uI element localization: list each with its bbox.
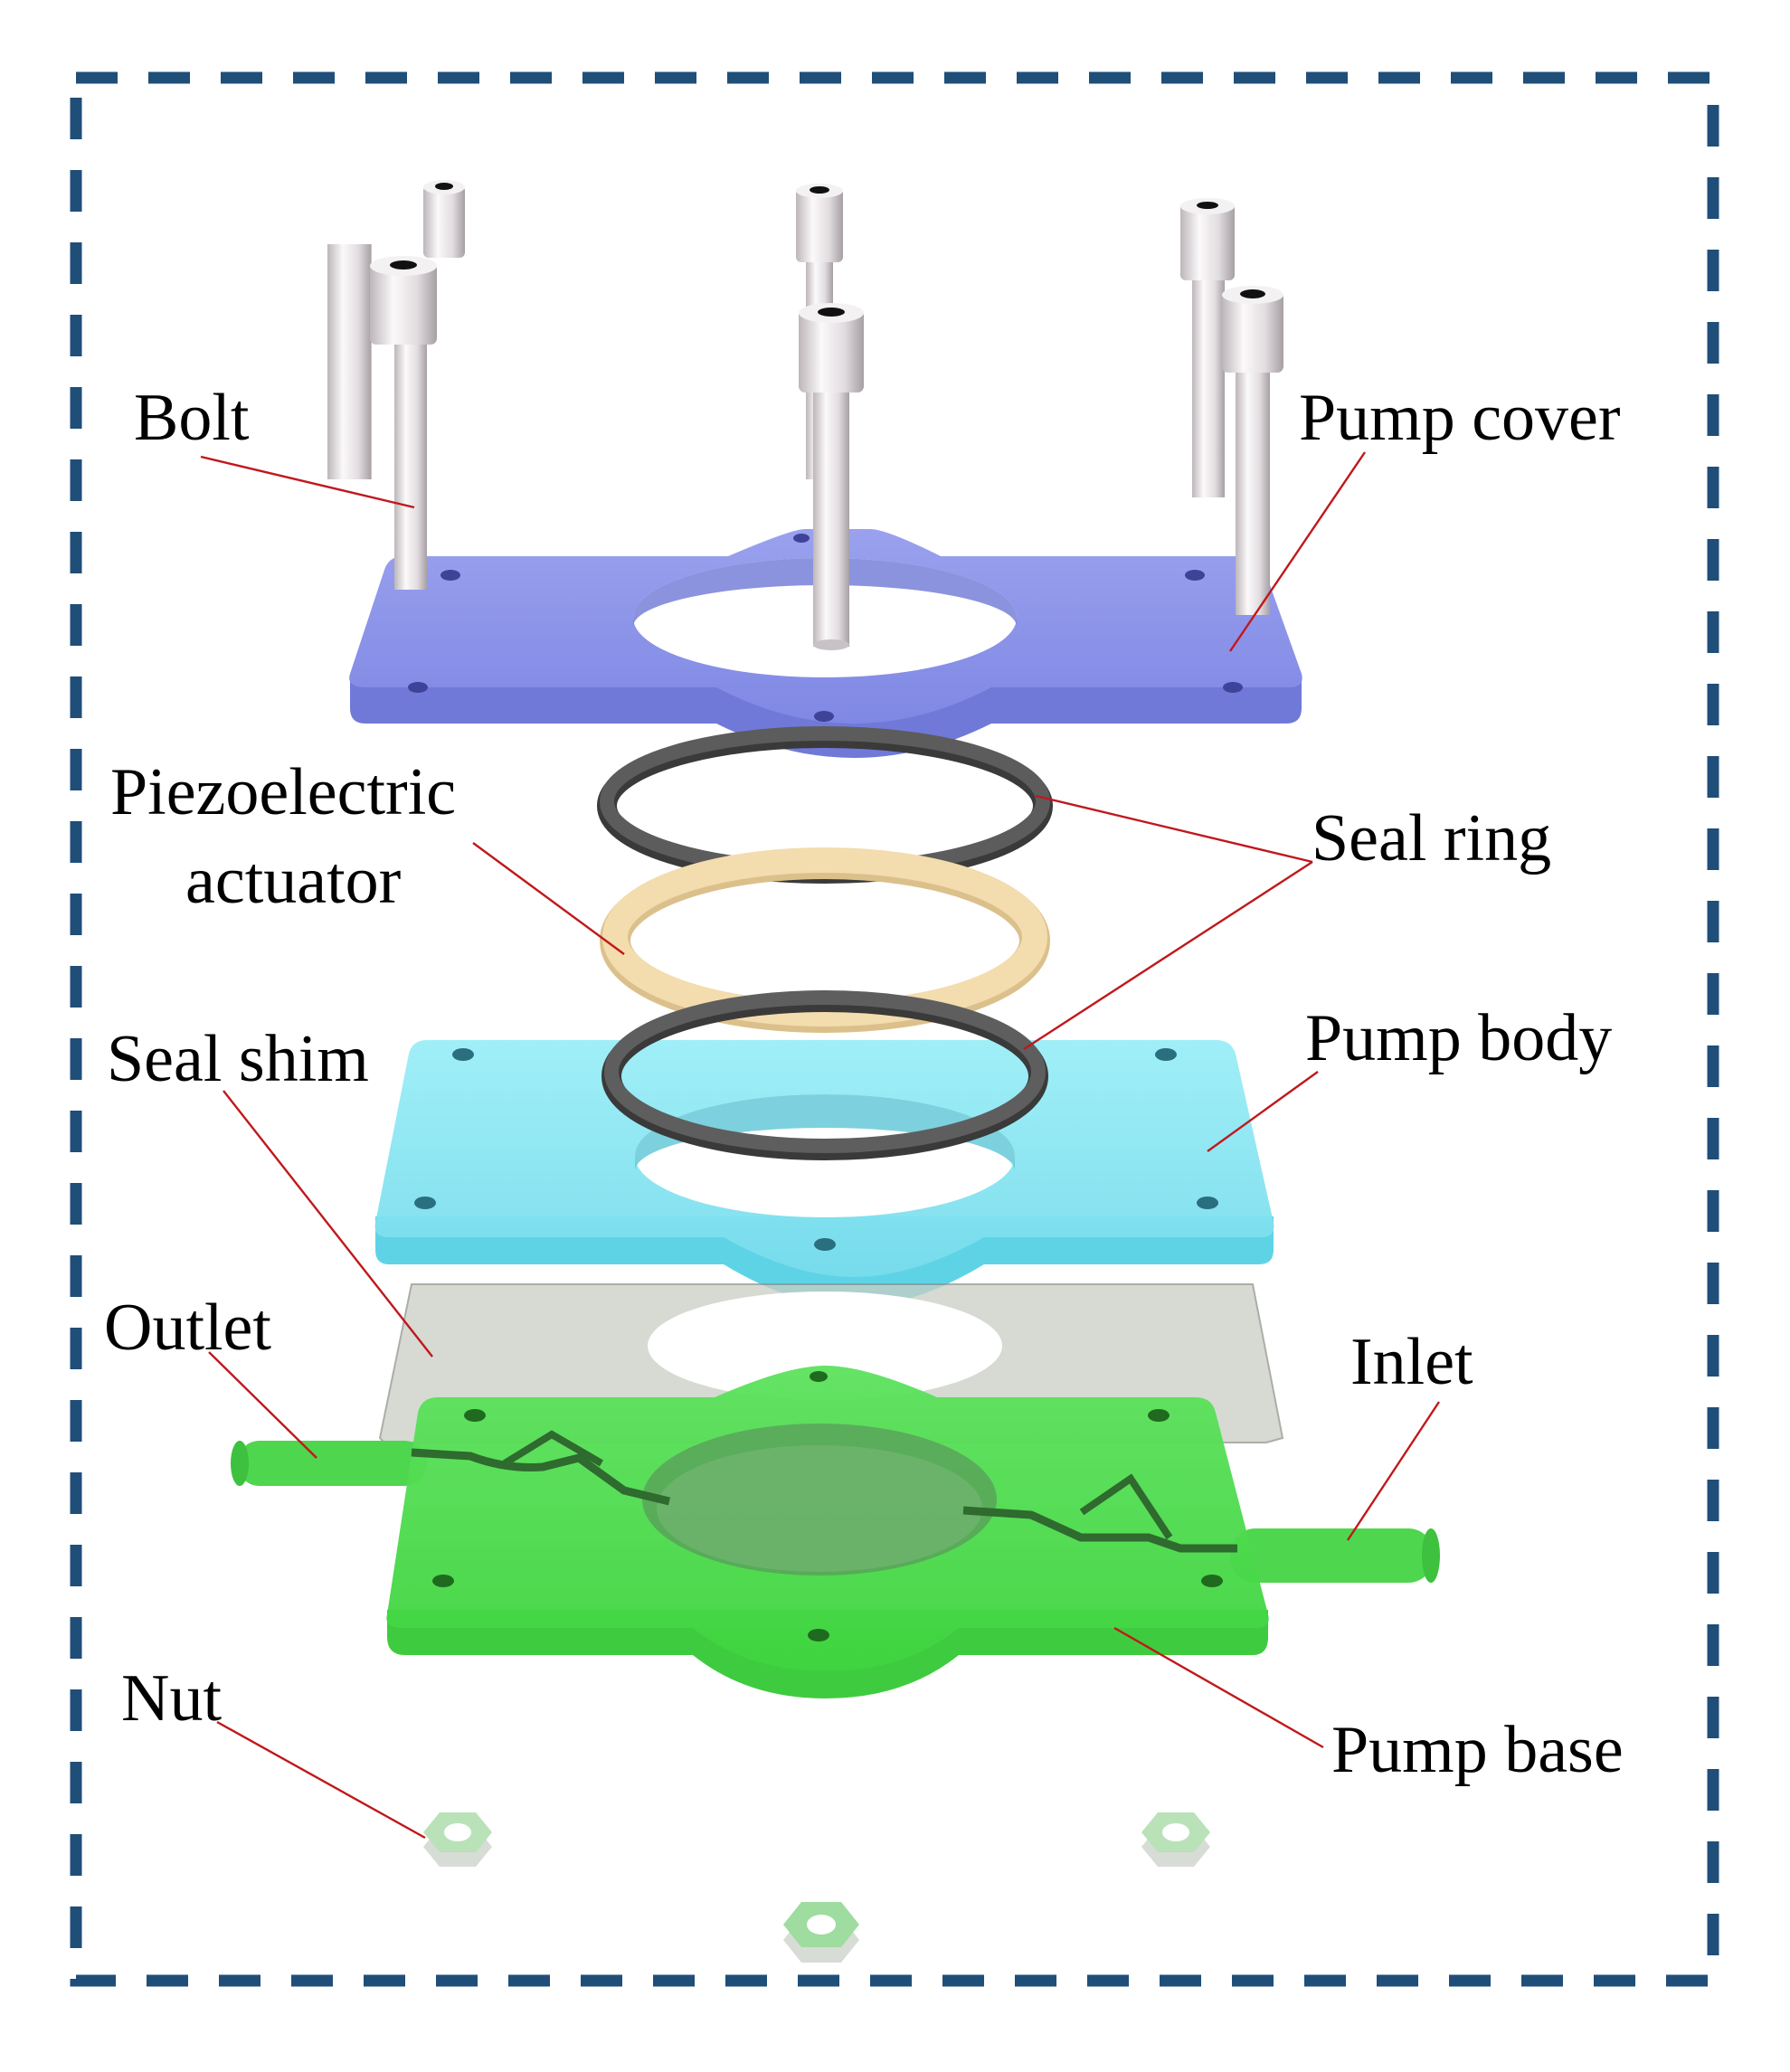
leader-seal-ring-top (1035, 794, 1313, 864)
leader-seal-ring-lower (1023, 860, 1313, 1051)
label-inlet: Inlet (1350, 1325, 1473, 1399)
inlet-tube (1230, 1528, 1440, 1583)
label-bolt: Bolt (134, 381, 250, 455)
piezoelectric-actuator (600, 847, 1050, 1033)
leader-bolt (200, 455, 415, 509)
label-seal-shim: Seal shim (107, 1022, 369, 1096)
nut-center (783, 1902, 859, 1963)
label-outlet: Outlet (104, 1291, 271, 1365)
labels: Bolt Pump cover Piezoelectric actuator S… (104, 381, 1624, 1787)
bolts (327, 180, 1283, 650)
leader-seal-shim (223, 1090, 433, 1358)
label-pump-body: Pump body (1305, 1001, 1612, 1075)
nut-left (423, 1812, 492, 1867)
nut-right (1141, 1812, 1210, 1867)
leader-nut (216, 1720, 426, 1840)
label-pump-cover: Pump cover (1299, 381, 1621, 455)
label-nut: Nut (121, 1661, 222, 1736)
seal-ring-lower (601, 990, 1048, 1160)
bolt-back-left (327, 180, 465, 479)
leader-pump-base (1113, 1626, 1324, 1749)
label-actuator: actuator (185, 844, 401, 918)
label-seal-ring: Seal ring (1312, 801, 1551, 875)
nuts (423, 1812, 1210, 1963)
bolt-back-right (1180, 198, 1235, 497)
bolt-front-left (370, 256, 437, 590)
leader-inlet (1346, 1401, 1441, 1541)
leader-piezoelectric-actuator (472, 842, 625, 955)
leader-pump-cover (1229, 451, 1366, 652)
outlet-tube (231, 1441, 427, 1486)
leader-outlet (208, 1351, 317, 1459)
leader-lines (200, 451, 1441, 1840)
pump-body (374, 1040, 1274, 1307)
leader-pump-body (1207, 1071, 1319, 1152)
label-piezoelectric: Piezoelectric (110, 755, 456, 829)
bolt-front-center (799, 303, 864, 650)
pump-base (231, 1366, 1440, 1698)
bolt-front-right (1222, 286, 1283, 615)
dashed-frame (70, 71, 1719, 1987)
label-pump-base: Pump base (1331, 1713, 1624, 1787)
